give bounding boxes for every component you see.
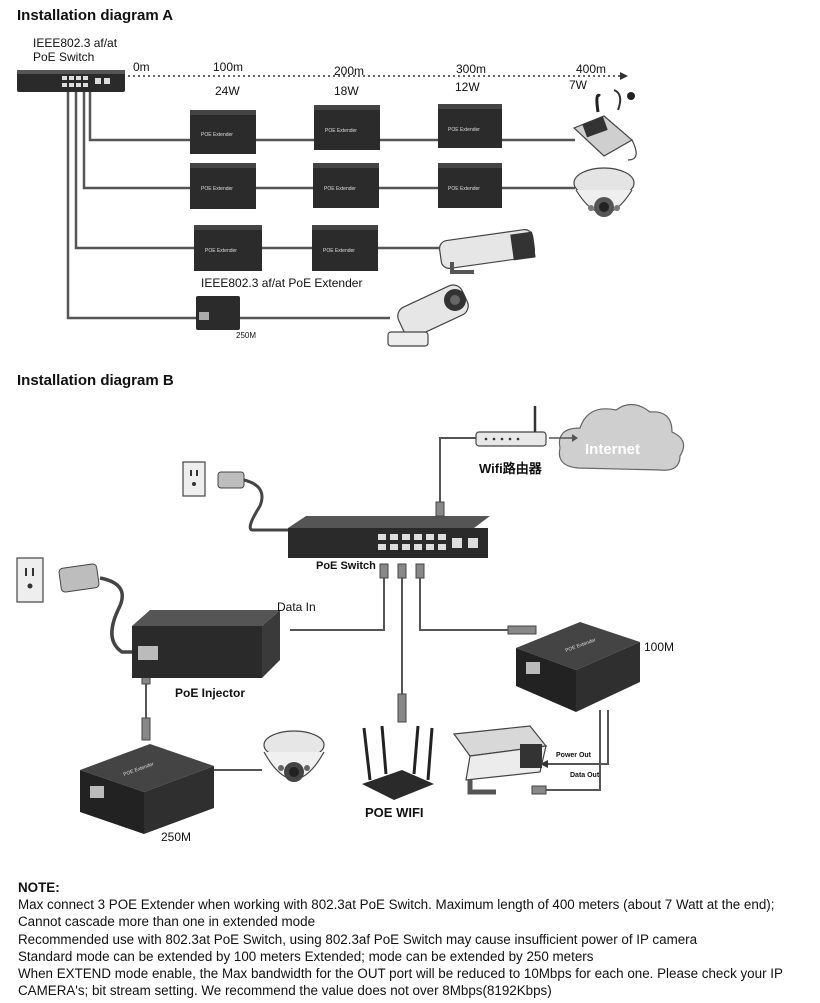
switch-label-name: PoE Switch bbox=[33, 50, 95, 64]
distance-0m: 0m bbox=[133, 60, 150, 74]
extender-row2-1: POE Extender bbox=[190, 163, 256, 209]
extender-100m-icon: POE Extender bbox=[516, 622, 640, 712]
poe-wifi-router-icon bbox=[362, 725, 434, 800]
diagram-b-title: Installation diagram B bbox=[17, 372, 174, 389]
bullet-camera-a-icon bbox=[438, 229, 536, 274]
distance-100m: 100m bbox=[213, 60, 244, 74]
data-out-label: Data Out bbox=[570, 772, 600, 779]
svg-text:POE Extender: POE Extender bbox=[201, 186, 233, 192]
wall-socket-top-icon bbox=[182, 461, 206, 497]
svg-text:POE Extender: POE Extender bbox=[323, 248, 355, 254]
extender-row1-1: POE Extender bbox=[190, 110, 256, 154]
power-24w: 24W bbox=[215, 84, 240, 98]
note-line-2: Recommended use with 802.3at PoE Switch,… bbox=[18, 931, 698, 947]
extender-250m-label: 250M bbox=[161, 830, 192, 844]
distance-300m: 300m bbox=[456, 62, 487, 76]
power-18w: 18W bbox=[334, 84, 359, 98]
wall-socket-left-icon bbox=[16, 557, 44, 603]
plug-top-icon bbox=[217, 471, 296, 532]
distance-arrow bbox=[620, 72, 628, 80]
svg-text:POE Extender: POE Extender bbox=[201, 132, 233, 138]
switch-label-standard: IEEE802.3 af/at bbox=[33, 36, 118, 50]
note-line-4: When EXTEND mode enable, the Max bandwid… bbox=[18, 966, 783, 999]
wifi-router-label: Wifi路由器 bbox=[479, 461, 542, 476]
cable-row1 bbox=[88, 92, 192, 142]
poe-injector-label: PoE Injector bbox=[175, 686, 246, 700]
diagram-b-cables bbox=[145, 572, 609, 791]
extender-row1-3: POE Extender bbox=[438, 104, 502, 148]
cable-row4 bbox=[66, 92, 196, 320]
extender-250m-icon: POE Extender bbox=[80, 744, 214, 834]
extender-100m-label: 100M bbox=[644, 640, 675, 654]
svg-text:POE Extender: POE Extender bbox=[325, 128, 357, 134]
poe-switch-b bbox=[288, 516, 490, 558]
extender-caption: IEEE802.3 af/at PoE Extender bbox=[201, 276, 363, 290]
power-out-label: Power Out bbox=[556, 752, 592, 759]
dome-camera-b-icon bbox=[263, 730, 325, 782]
poe-switch-a bbox=[17, 70, 125, 92]
wifi-router-icon bbox=[475, 406, 547, 447]
dome-camera-a-icon bbox=[573, 167, 635, 217]
note-line-3: Standard mode can be extended by 100 met… bbox=[18, 948, 594, 964]
diagram-a-title: Installation diagram A bbox=[17, 7, 174, 24]
note-heading: NOTE: bbox=[18, 880, 60, 895]
extender-row2-3: POE Extender bbox=[438, 163, 502, 208]
poe-wifi-label: POE WIFI bbox=[365, 805, 424, 820]
distance-400m: 400m bbox=[576, 62, 607, 76]
cable-row2 bbox=[82, 92, 192, 190]
ip-phone-icon bbox=[572, 89, 637, 161]
svg-text:POE Extender: POE Extender bbox=[448, 127, 480, 133]
bullet-camera-b-icon bbox=[452, 725, 548, 795]
svg-text:POE Extender: POE Extender bbox=[205, 248, 237, 254]
small-extender-caption: 250M bbox=[236, 331, 257, 340]
internet-label: Internet bbox=[585, 441, 640, 458]
poe-switch-label: PoE Switch bbox=[316, 560, 376, 572]
cable-row3 bbox=[74, 92, 196, 250]
diagram-a-cables bbox=[66, 92, 575, 320]
svg-text:POE Extender: POE Extender bbox=[448, 186, 480, 192]
svg-text:POE Extender: POE Extender bbox=[324, 186, 356, 192]
plug-left-icon bbox=[58, 563, 134, 654]
poe-injector-icon bbox=[132, 610, 280, 678]
note-line-1: Max connect 3 POE Extender when working … bbox=[18, 897, 775, 930]
small-extender bbox=[196, 296, 240, 330]
internet-cloud-icon bbox=[558, 403, 685, 471]
extender-row2-2: POE Extender bbox=[313, 163, 379, 208]
extender-row1-2: POE Extender bbox=[314, 105, 380, 150]
data-in-label: Data In bbox=[277, 600, 316, 614]
bullet-camera-small-icon bbox=[387, 284, 469, 347]
extender-row3-2: POE Extender bbox=[312, 225, 378, 271]
power-12w: 12W bbox=[455, 80, 480, 94]
note-section: NOTE: Max connect 3 POE Extender when wo… bbox=[18, 879, 808, 999]
power-7w: 7W bbox=[569, 78, 587, 92]
distance-200m: 200m bbox=[334, 64, 365, 78]
extender-row3-1: POE Extender bbox=[194, 225, 262, 271]
cable-switch-router bbox=[439, 437, 476, 512]
